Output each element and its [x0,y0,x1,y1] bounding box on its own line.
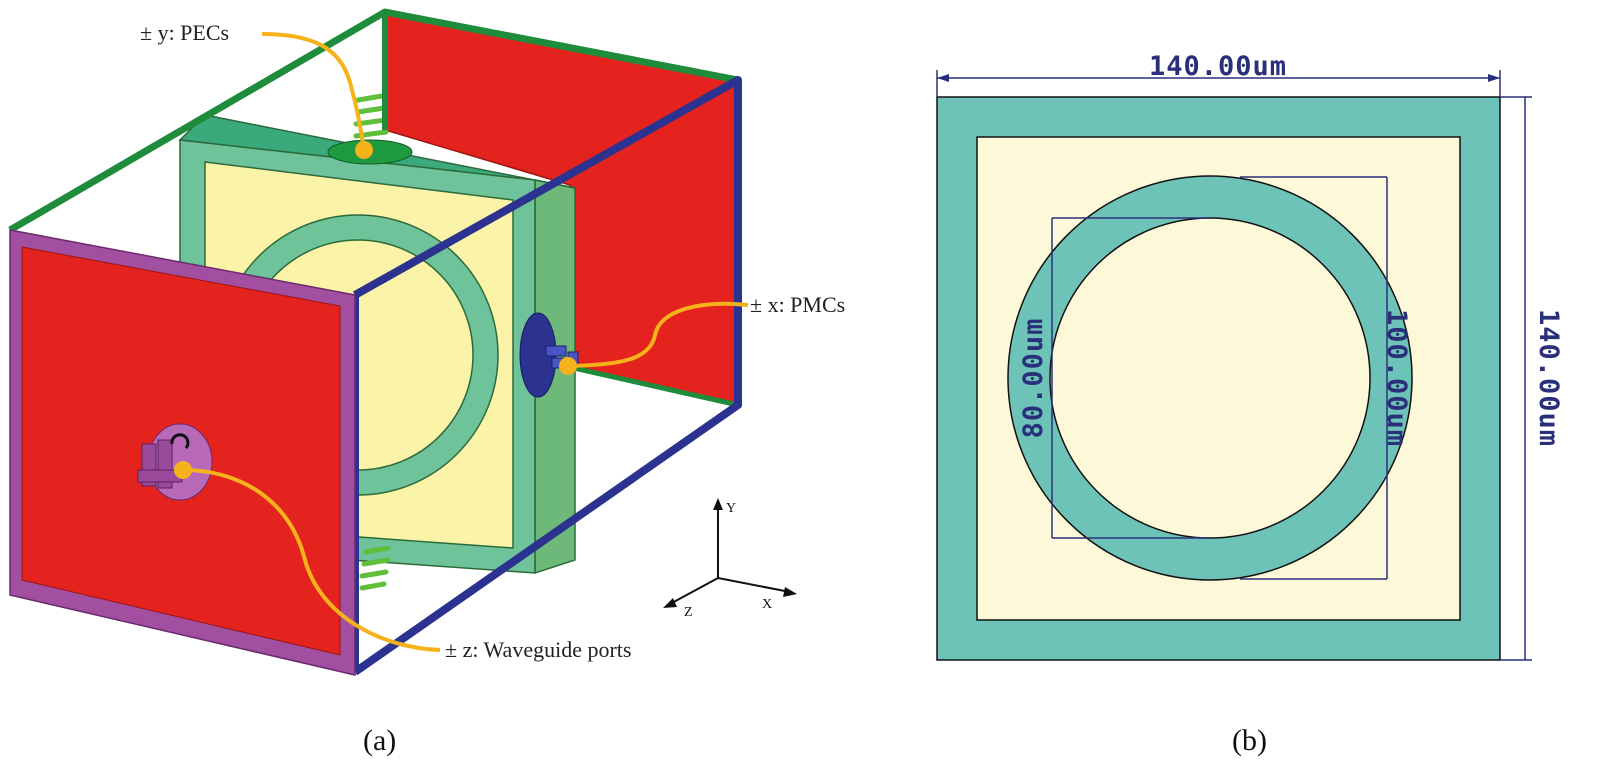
pmc-frame [352,76,742,676]
callout-dot-port [174,461,192,479]
coordinate-axes [663,498,797,608]
waveguide-port-symbol [137,439,183,489]
port-arc-icon [170,433,190,449]
dimension-arrowheads [937,74,1500,82]
dimension-width-label: 140.00um [1149,51,1287,82]
axis-x-label: X [762,597,772,612]
dimension-height-label: 140.00um [1533,309,1564,447]
panel-a-diagram: ± y: PECs ± x: PMCs ± z: Waveguide ports… [8,8,845,757]
callout-dot-pmc [559,357,577,375]
ring-inner-circle [1049,217,1371,539]
panel-a-label: (a) [363,724,396,757]
pec-bottom-edge [564,363,739,408]
pec-bottom-symbol [359,545,391,591]
panel-b-diagram: 140.00um 140.00um 80.00um 100.00um (b) [936,51,1564,757]
callout-port-label: ± z: Waveguide ports [445,637,631,662]
callout-pec-label: ± y: PECs [140,20,229,45]
dimension-lines [936,70,1532,661]
callout-line-pmc [567,301,749,368]
axis-z-label: Z [684,605,693,620]
panel-b-label: (b) [1232,724,1267,757]
callout-line-pec [261,32,366,151]
axis-y-label: Y [726,501,736,516]
callout-pmc-label: ± x: PMCs [750,292,845,317]
callout-dot-pec [355,141,373,159]
dimension-inner-diameter-label: 80.00um [1018,318,1049,439]
dimension-outer-diameter-label: 100.00um [1381,309,1412,447]
callout-line-port [182,468,441,652]
